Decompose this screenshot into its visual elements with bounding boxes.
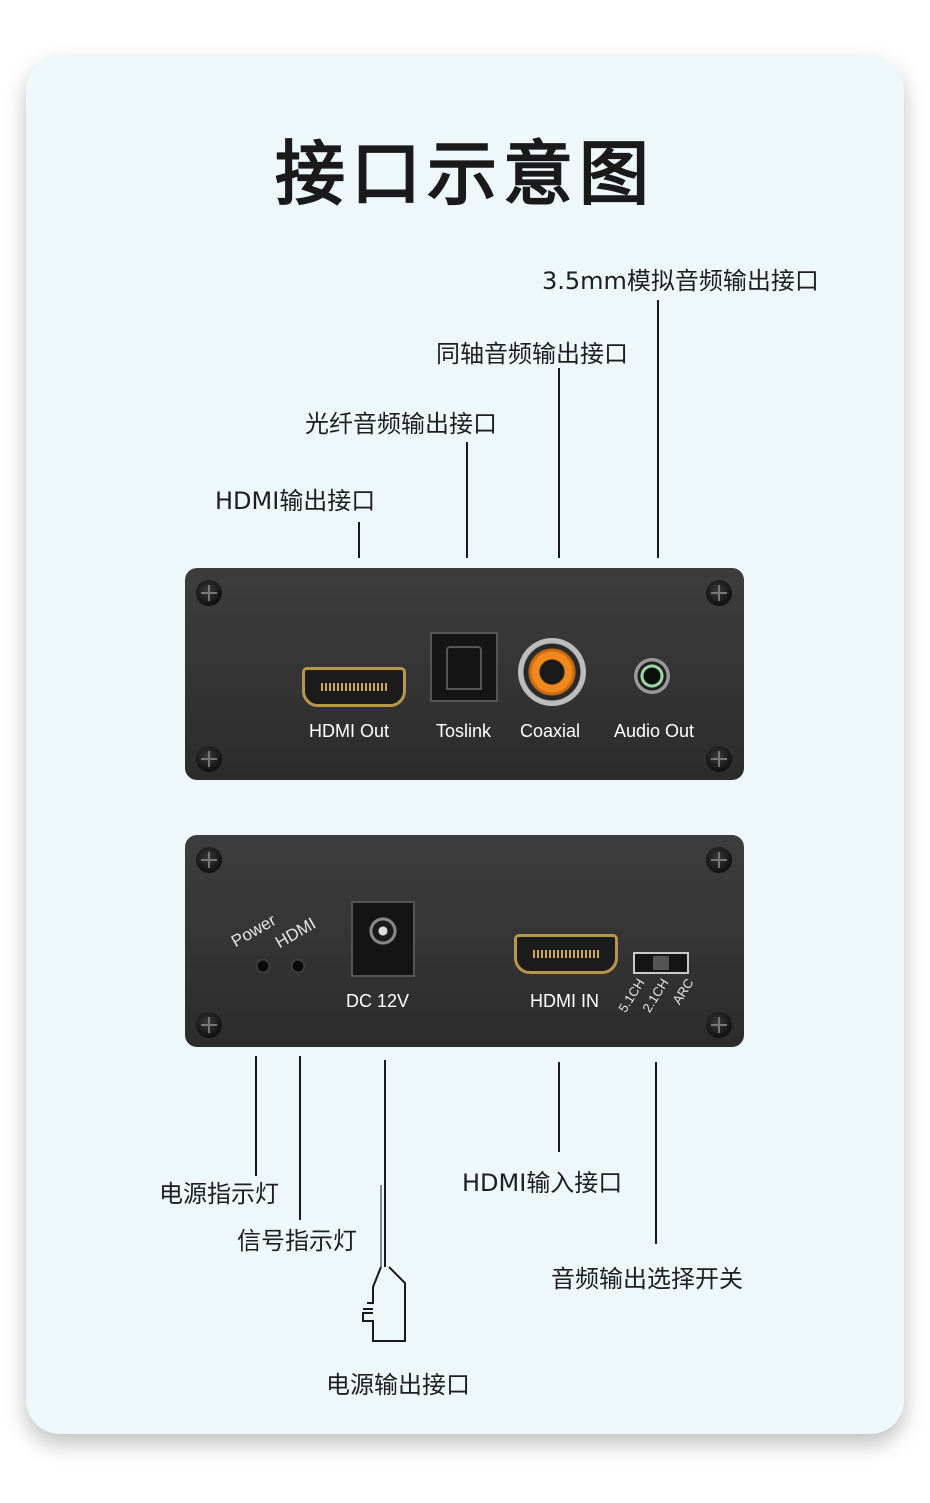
screw-icon [196, 580, 222, 606]
leader-line-power-input [384, 1060, 386, 1190]
port-label-hdmi-out: HDMI Out [309, 721, 390, 741]
screw-icon [706, 746, 732, 772]
screw-icon [196, 746, 222, 772]
port-label-audio-out: Audio Out [614, 721, 695, 741]
leader-line-power-indicator [255, 1056, 257, 1176]
leader-line-optical [466, 442, 468, 558]
label-optical-out: 光纤音频输出接口 [305, 410, 497, 438]
screw-icon [196, 847, 222, 873]
audio-jack-port [634, 658, 670, 694]
label-signal-indicator: 信号指示灯 [237, 1227, 357, 1255]
leader-line-hdmi-in [558, 1062, 560, 1152]
power-plug-icon [362, 1185, 406, 1342]
label-hdmi-in: HDMI输入接口 [462, 1169, 623, 1197]
label-hdmi-out: HDMI输出接口 [215, 487, 376, 515]
screw-icon [706, 847, 732, 873]
port-label-coaxial: Coaxial [520, 721, 581, 741]
label-coaxial-out: 同轴音频输出接口 [436, 340, 628, 368]
port-label-dc: DC 12V [346, 991, 410, 1011]
back-panel [185, 835, 744, 1047]
label-power-indicator: 电源指示灯 [159, 1180, 279, 1208]
leader-line-signal-indicator [299, 1056, 301, 1220]
hdmi-in-port [514, 934, 618, 974]
port-label-toslink: Toslink [436, 721, 492, 741]
leader-line-hdmi-out [358, 522, 360, 558]
screw-icon [706, 580, 732, 606]
hdmi-out-port [302, 667, 406, 707]
power-led [256, 959, 270, 973]
label-power-input: 电源输出接口 [326, 1371, 470, 1399]
port-label-hdmi-in: HDMI IN [530, 991, 599, 1011]
leader-line-coaxial [558, 368, 560, 558]
toslink-port [430, 632, 498, 702]
leader-line-analog [657, 300, 659, 558]
label-analog-audio-out: 3.5mm模拟音频输出接口 [542, 267, 819, 295]
hdmi-led [291, 959, 305, 973]
audio-mode-switch [633, 952, 689, 974]
dc-power-jack [351, 901, 415, 977]
leader-line-audio-switch [655, 1062, 657, 1244]
label-audio-switch: 音频输出选择开关 [551, 1265, 743, 1293]
page-title: 接口示意图 [275, 132, 655, 215]
screw-icon [706, 1012, 732, 1038]
coaxial-port [518, 638, 586, 706]
screw-icon [196, 1012, 222, 1038]
